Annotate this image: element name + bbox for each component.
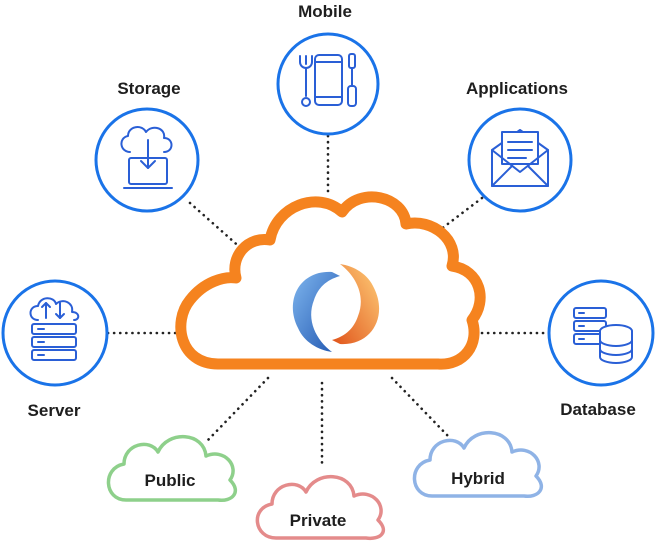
node-database-label: Database: [560, 400, 636, 419]
cloud-hybrid: Hybrid: [412, 431, 543, 498]
cloud-public: Public: [106, 435, 237, 502]
main-cloud-outline: [175, 191, 486, 370]
main-cloud: [175, 191, 486, 370]
node-applications-label: Applications: [466, 79, 568, 98]
connector-hybrid: [390, 376, 450, 438]
node-mobile-ring: [276, 32, 380, 136]
node-database: Database: [547, 279, 655, 419]
cloud-public-label: Public: [144, 471, 195, 490]
cloud-public-outline: [106, 435, 237, 502]
connectors: [106, 134, 548, 468]
node-server: Server: [1, 279, 109, 420]
cloud-private-outline: [255, 475, 385, 541]
connector-public: [206, 376, 270, 442]
node-mobile: Mobile: [276, 2, 380, 136]
node-storage: Storage: [94, 79, 200, 213]
cloud-hybrid-outline: [412, 431, 543, 498]
cloud-private-label: Private: [290, 511, 347, 530]
envelope-icon: [491, 129, 549, 187]
cloud-download-laptop-icon: [120, 126, 173, 189]
cloud-private: Private: [255, 475, 385, 541]
cloud-hybrid-label: Hybrid: [451, 469, 505, 488]
database-server-icon: [573, 307, 633, 364]
connector-applications: [430, 196, 484, 238]
node-server-label: Server: [28, 401, 81, 420]
tools-phone-icon: [299, 53, 357, 107]
node-applications: Applications: [466, 79, 573, 213]
swirl-logo-icon: [292, 264, 380, 352]
connector-storage: [188, 201, 245, 252]
server-rack-cloud-icon: [29, 297, 80, 361]
node-mobile-label: Mobile: [298, 2, 352, 21]
node-storage-label: Storage: [117, 79, 180, 98]
